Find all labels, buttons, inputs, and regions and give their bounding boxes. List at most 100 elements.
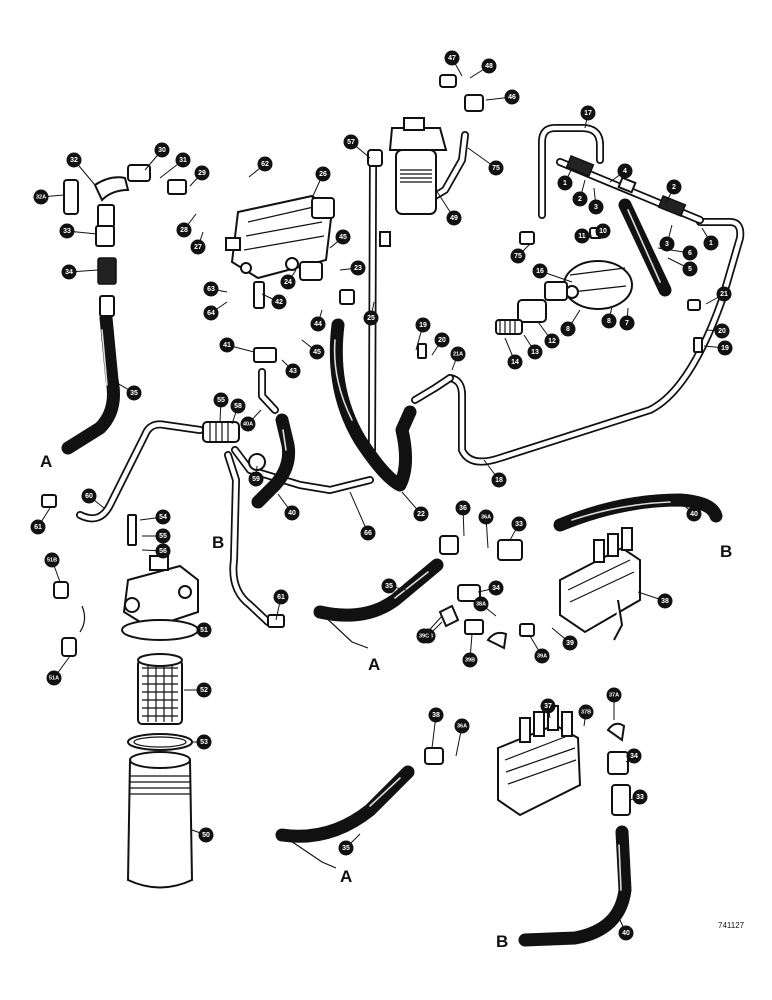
callout-number: 45 (339, 234, 347, 241)
callout-34: 34 (625, 748, 642, 764)
callout-number: 32 (70, 157, 78, 164)
callout-bubble (416, 628, 432, 644)
callout-40: 40 (277, 493, 300, 521)
callout-bubble (595, 223, 611, 239)
connection-label-b-1: B (212, 533, 224, 552)
callout-39: 39 (551, 627, 578, 651)
callout-number: 41 (223, 342, 231, 349)
callout-bubble (462, 652, 478, 668)
callout-bubble (273, 589, 289, 605)
callout-bubble (194, 165, 210, 181)
callout-22: 22 (401, 491, 429, 522)
callout-35: 35 (111, 379, 142, 401)
callout-12: 12 (537, 321, 560, 349)
callout-bubble (154, 142, 170, 158)
callout-50: 50 (191, 827, 214, 843)
callout-bubble (203, 305, 219, 321)
callout-61: 61 (273, 589, 289, 621)
callout-36a: 36A (478, 509, 494, 549)
callout-number: 39B (465, 658, 475, 664)
callout-8: 8 (601, 305, 617, 329)
callout-bubble (257, 156, 273, 172)
callout-number: 75 (514, 253, 522, 260)
callout-bubble (350, 260, 366, 276)
hydraulic-pump-16 (495, 260, 633, 335)
callout-bubble (632, 789, 648, 805)
callout-35: 35 (338, 833, 361, 856)
callout-19: 19 (703, 340, 733, 356)
callout-number: 55 (159, 533, 167, 540)
callout-bubble (219, 337, 235, 353)
callout-43: 43 (281, 359, 301, 379)
connection-label-a-1: A (40, 452, 52, 471)
callout-number: 37A (609, 693, 619, 699)
callout-13: 13 (523, 334, 543, 360)
callout-4: 4 (609, 163, 633, 183)
callout-number: 2 (672, 184, 676, 191)
seal-ring-53 (127, 733, 193, 751)
callout-number: 38 (661, 598, 669, 605)
filter-bowl-50 (126, 751, 194, 889)
callout-bubble (488, 580, 504, 596)
callout-number: 47 (448, 55, 456, 62)
callout-38: 38 (637, 591, 673, 609)
callout-number: 53 (200, 739, 208, 746)
callout-bubble (619, 315, 635, 331)
callout-bubble (534, 648, 550, 664)
callout-bubble (716, 286, 732, 302)
callout-number: 66 (364, 530, 372, 537)
callout-bubble (578, 704, 594, 720)
callout-7: 7 (619, 307, 635, 331)
callout-60: 60 (81, 488, 105, 509)
callout-3: 3 (588, 187, 604, 215)
callout-bubble (59, 223, 75, 239)
callout-2: 2 (664, 179, 682, 206)
filter-canister-49 (379, 117, 448, 247)
callout-49: 49 (435, 189, 462, 226)
callout-55: 55 (213, 392, 229, 423)
callout-number: 51 (200, 627, 208, 634)
callout-number: 19 (419, 322, 427, 329)
callout-number: 36 (459, 505, 467, 512)
callout-bubble (626, 748, 642, 764)
callout-bubble (230, 398, 246, 414)
callout-32: 32 (66, 152, 96, 186)
callout-number: 4 (623, 168, 627, 175)
callout-number: 43 (289, 368, 297, 375)
callout-number: 11 (578, 233, 586, 240)
callout-bubble (560, 321, 576, 337)
callout-39b: 39B (462, 633, 478, 668)
callout-bubble (454, 718, 470, 734)
callout-51a: 51A (46, 655, 71, 686)
callout-number: 39C (419, 634, 429, 640)
callout-bubble (428, 707, 444, 723)
callout-number: 34 (65, 269, 73, 276)
callout-44: 44 (310, 309, 326, 332)
callout-number: 35 (130, 390, 138, 397)
callout-number: 54 (159, 514, 167, 521)
callout-bubble (271, 294, 287, 310)
filter-element-52 (137, 653, 183, 725)
callout-19: 19 (415, 317, 431, 351)
callout-number: 40A (243, 422, 253, 428)
callout-bubble (527, 344, 543, 360)
callout-number: 16 (536, 268, 544, 275)
callout-37a: 37A (606, 687, 622, 720)
callout-number: 21 (720, 291, 728, 298)
callout-number: 38 (432, 712, 440, 719)
callout-number: 61 (277, 594, 285, 601)
callout-number: 25 (367, 315, 375, 322)
callout-number: 23 (354, 265, 362, 272)
callout-number: 3 (594, 204, 598, 211)
callout-number: 18 (495, 477, 503, 484)
callout-bubble (659, 236, 675, 252)
connection-label-a-2: A (368, 655, 380, 674)
callout-53: 53 (192, 734, 212, 750)
callout-bubble (198, 827, 214, 843)
callout-number: 1 (563, 180, 567, 187)
callout-bubble (510, 248, 526, 264)
callout-17: 17 (580, 105, 596, 129)
callout-bubble (507, 354, 523, 370)
